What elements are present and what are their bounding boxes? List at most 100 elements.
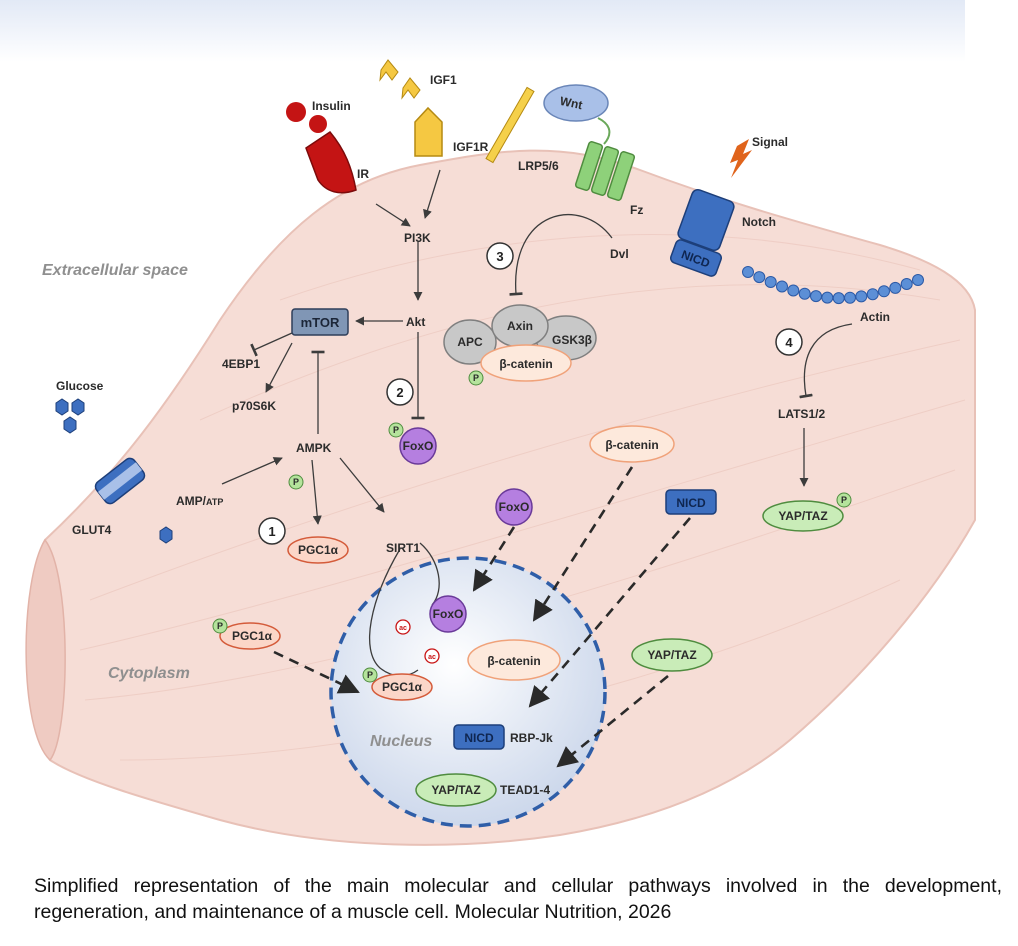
svg-text:3: 3 [496,249,503,264]
actin-bead [878,285,890,298]
nucleus-label: Nucleus [370,733,432,750]
lrp-receptor-icon [485,86,535,164]
wnt-ligand-icon [543,84,609,122]
igf1r-receptor-icon [414,106,443,157]
sirt1-label: SIRT1 [386,541,420,555]
svg-text:P: P [841,495,847,505]
amp-label: AMP/ATP [176,494,223,508]
insulin-molecule [286,102,306,122]
apc-node [443,319,497,365]
actin-label: Actin [860,310,890,324]
actin-bead [844,291,856,304]
svg-text:P: P [217,621,223,631]
yaptaz-cyto-node: YAP/TAZ [631,638,713,672]
svg-text:GSK3β: GSK3β [552,333,592,347]
svg-text:NICD: NICD [676,496,706,510]
pi3k-label: PI3K [404,231,431,245]
signal-icon [730,139,752,178]
svg-text:1: 1 [268,524,275,539]
rbpjk-label: RBP-Jk [510,731,553,745]
svg-text:FoxO: FoxO [499,500,530,514]
signal-label: Signal [752,135,788,149]
fz-label: Fz [630,203,643,217]
svg-text:ac: ac [399,625,407,632]
step-4: 4 [775,328,803,356]
extracellular-label: Extracellular space [42,262,188,279]
actin-bead [855,290,868,303]
ir-receptor-icon [305,131,357,194]
fz-receptor-icon [574,141,636,201]
lrp-label: LRP5/6 [518,159,559,173]
actin-bead [810,290,822,303]
step-markers: 1 2 3 4 [258,242,803,545]
svg-text:ac: ac [428,654,436,661]
actin-bead [753,271,766,284]
foxo-cyto-node: FoxO [495,488,533,526]
svg-text:PGC1α: PGC1α [232,629,273,643]
actin-bead [889,281,902,294]
svg-text:FoxO: FoxO [403,439,434,453]
igf1-icon [379,59,421,100]
actin-bead [912,274,924,286]
acetyl-badges: ac ac [395,619,440,664]
svg-text:β-catenin: β-catenin [487,654,540,668]
notch-label: Notch [742,215,776,229]
actin-bead [832,292,845,305]
dvl-label: Dvl [610,247,629,261]
lats-label: LATS1/2 [778,407,825,421]
glucose-label: Glucose [56,379,104,393]
glut4-transporter-icon [94,457,146,505]
pgc1a-cyto-node: PGC1α [219,622,281,650]
actin-bead [776,280,788,293]
translocation-arrows [273,466,691,768]
step-2: 2 [386,378,414,406]
svg-text:YAP/TAZ: YAP/TAZ [778,509,827,523]
nicd-nuclear-node: NICD [453,724,505,750]
glucose-molecules [55,398,173,544]
actin-bead [866,288,879,301]
svg-text:P: P [473,373,479,383]
ampk-label: AMPK [296,441,332,455]
actin-bead [787,284,800,297]
svg-text:β-catenin: β-catenin [605,438,658,452]
actin-bead [821,291,834,304]
step-3: 3 [486,242,514,270]
svg-text:PGC1α: PGC1α [382,680,423,694]
pgc1a-nuclear-node: PGC1α [371,673,433,701]
insulin-molecule [309,115,327,133]
cytoplasm-label: Cytoplasm [108,665,190,682]
bcat-nuclear-node: β-catenin [467,639,561,681]
top-band [0,0,965,62]
actin-bead [900,278,913,290]
glut4-label: GLUT4 [72,523,112,537]
figure-caption: Simplified representation of the main mo… [34,875,1002,923]
actin-filament [742,266,924,305]
wnt-label: Wnt [559,94,584,112]
4ebp1-label: 4EBP1 [222,357,260,371]
nicd-membrane: NICD [670,239,722,277]
bcat-cyto-node: β-catenin [589,425,675,463]
svg-text:YAP/TAZ: YAP/TAZ [647,648,696,662]
p70s6k-label: p70S6K [232,399,276,413]
svg-text:P: P [293,477,299,487]
foxo-akt-node: FoxO [399,427,437,465]
svg-text:β-catenin: β-catenin [499,357,552,371]
yaptaz-nuclear-node: YAP/TAZ [415,773,497,807]
yaptaz-lats-node: YAP/TAZ [762,500,844,532]
bcat-complex-node [480,344,572,382]
svg-text:mTOR: mTOR [301,315,340,330]
tead-label: TEAD1-4 [500,783,550,797]
svg-text:P: P [367,670,373,680]
igf1r-label: IGF1R [453,140,489,154]
akt-label: Akt [406,315,425,329]
notch-receptor-icon [677,188,735,252]
igf1-label: IGF1 [430,73,457,87]
pathway-figure: Extracellular space Cytoplasm Nucleus In… [0,0,976,846]
ir-label: IR [357,167,369,181]
svg-text:P: P [393,425,399,435]
foxo-nuclear-node: FoxO [429,595,467,633]
actin-bead [764,276,777,288]
svg-text:YAP/TAZ: YAP/TAZ [431,783,480,797]
nicd-cyto-node: NICD [665,489,717,515]
actin-bead [742,266,754,278]
